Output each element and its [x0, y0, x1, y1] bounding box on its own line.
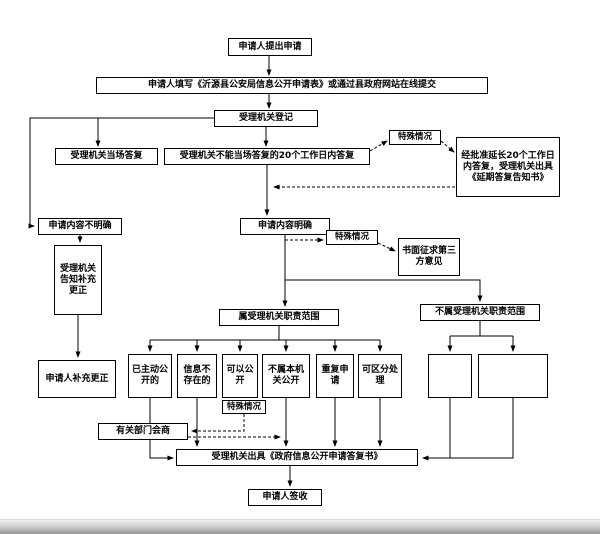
node-information-not-exist: 信息不存在的: [177, 354, 217, 398]
window-bottom-bar: [0, 519, 600, 534]
node-fill-application-form: 申请人填写《沂源县公安局信息公开申请表》或通过县政府网站在线提交: [96, 77, 488, 94]
node-within-organ-scope: 属受理机关职责范围: [219, 309, 339, 326]
node-can-be-disclosed: 可以公开: [222, 354, 258, 398]
node-department-consultation: 有关部门会商: [98, 423, 188, 440]
node-repeated-application: 重复申请: [316, 354, 354, 398]
node-seek-third-party-opinion: 书面征求第三方意见: [398, 238, 460, 276]
node-special-provisions: [428, 354, 472, 398]
node-already-disclosed: 已主动公开的: [128, 354, 172, 398]
node-applicant-submits-application: 申请人提出申请: [228, 38, 312, 56]
node-applicant-supplements-correction: 申请人补充更正: [38, 360, 116, 398]
node-applicant-signs-receipt: 申请人签收: [248, 489, 322, 506]
node-reply-on-spot: 受理机关当场答复: [55, 148, 158, 165]
node-application-content-unclear: 申请内容不明确: [38, 218, 122, 235]
node-issue-reply-document: 受理机关出具《政府信息公开申请答复书》: [176, 449, 418, 466]
node-special-circumstances-bottom: 特殊情况: [222, 400, 266, 414]
node-not-this-organ-disclosure: 不属本机关公开: [262, 354, 310, 398]
node-application-content-clear: 申请内容明确: [240, 218, 330, 235]
node-accepting-organ-registers: 受理机关登记: [214, 110, 318, 127]
node-separable-handling: 可区分处理: [358, 354, 402, 398]
node-special-circumstances-top: 特殊情况: [389, 130, 441, 145]
node-outside-organ-scope: 不属受理机关职责范围: [420, 304, 540, 321]
node-notify-supplement-correction: 受理机关告知补充更正: [54, 245, 102, 315]
node-reply-within-20-working-days: 受理机关不能当场答复的20个工作日内答复: [164, 148, 370, 165]
node-petition-complaint-report: [478, 354, 548, 398]
node-special-circumstances-middle: 特殊情况: [326, 230, 378, 245]
node-extension-notice: 经批准延长20个工作日内答复，受理机关出具《延期答复告知书》: [456, 137, 560, 197]
